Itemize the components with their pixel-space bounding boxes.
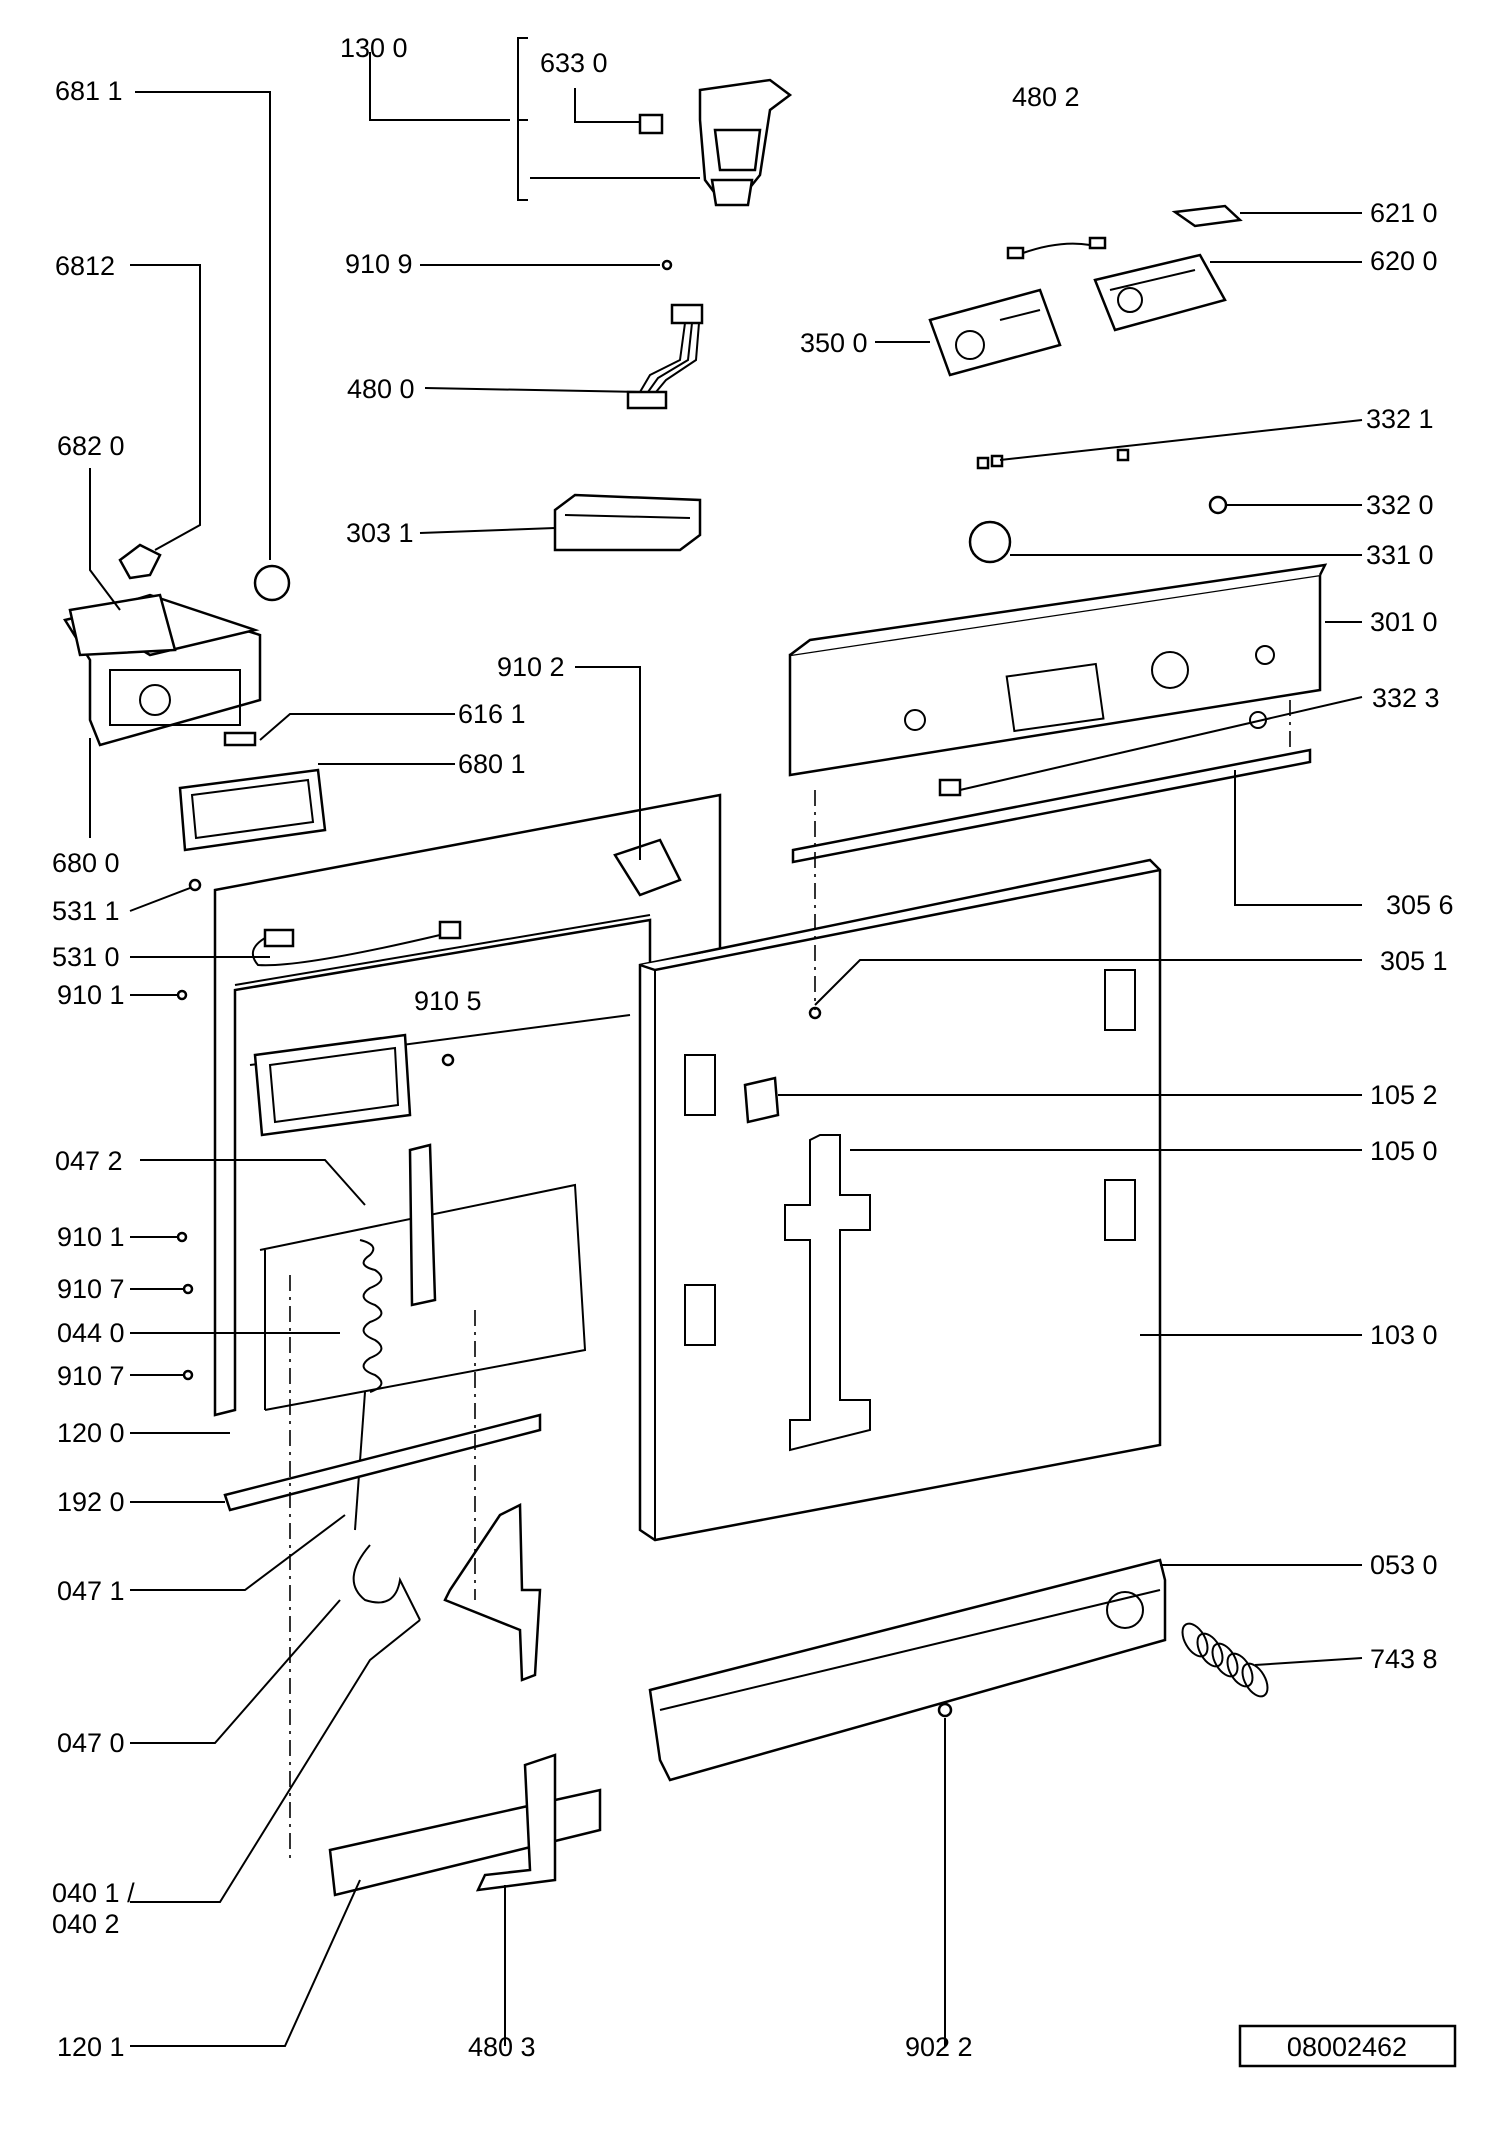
part-label-053-0: 053 0 <box>1370 1550 1438 1580</box>
electronic-board-620-0 <box>1093 253 1227 332</box>
part-label-044-0: 044 0 <box>57 1318 125 1348</box>
part-label-910-9: 910 9 <box>345 249 413 279</box>
part-label-332-0: 332 0 <box>1366 490 1434 520</box>
clip-6812 <box>118 543 162 580</box>
electronic-board-350-0 <box>928 288 1062 377</box>
part-label-331-0: 331 0 <box>1366 540 1434 570</box>
cable-harness-480-0 <box>626 303 704 410</box>
bracket-480-3 <box>475 1753 557 1892</box>
lower-strip-120-1 <box>328 1788 602 1897</box>
part-label-910-1-a: 910 1 <box>57 980 125 1010</box>
flap-682-0 <box>68 593 177 657</box>
part-label-047-1: 047 1 <box>57 1576 125 1606</box>
part-label-902-2: 902 2 <box>905 2032 973 2062</box>
outer-door-103-0 <box>638 858 1162 1542</box>
bracket-910-2 <box>613 838 682 897</box>
part-label-621-0: 621 0 <box>1370 198 1438 228</box>
part-label-332-1: 332 1 <box>1366 404 1434 434</box>
light-guide-303-1 <box>553 493 702 552</box>
part-label-682-0: 682 0 <box>57 431 125 461</box>
button-332-0 <box>1208 495 1228 515</box>
screw-910-9 <box>661 259 673 271</box>
part-label-910-2: 910 2 <box>497 652 565 682</box>
drawing-number: 08002462 <box>1287 2032 1407 2062</box>
part-label-633-0: 633 0 <box>540 48 608 78</box>
part-label-303-1: 303 1 <box>346 518 414 548</box>
spring-743-8 <box>1181 1622 1269 1698</box>
part-label-301-0: 301 0 <box>1370 607 1438 637</box>
screw-910-1-b <box>176 1231 188 1243</box>
part-label-047-0: 047 0 <box>57 1728 125 1758</box>
part-label-040-1: 040 1 / <box>52 1878 135 1908</box>
door-lock-assembly <box>638 78 793 207</box>
screw-910-7-b <box>182 1369 194 1381</box>
part-label-531-0: 531 0 <box>52 942 120 972</box>
part-label-616-1: 616 1 <box>458 699 526 729</box>
knob-331-0 <box>968 520 1012 564</box>
part-616-1 <box>223 731 257 747</box>
strip-305-6 <box>791 748 1312 864</box>
gasket-680-1 <box>178 768 327 852</box>
cutout-window <box>253 1033 412 1137</box>
part-label-531-1: 531 1 <box>52 896 120 926</box>
hinge-bracket-040 <box>443 1503 542 1682</box>
button-332-3 <box>938 778 962 797</box>
buttons-332-1 <box>976 448 1130 470</box>
part-label-480-2: 480 2 <box>1012 82 1080 112</box>
seal-681-1 <box>253 564 291 602</box>
part-label-130-0: 130 0 <box>340 33 408 63</box>
part-label-350-0: 350 0 <box>800 328 868 358</box>
module-621-0 <box>1171 204 1243 228</box>
screw-910-7-a <box>182 1283 194 1295</box>
kick-plate-053-0 <box>648 1558 1167 1782</box>
cable-531-0 <box>251 920 462 967</box>
drawing-number-box <box>1238 2024 1457 2068</box>
part-label-910-5: 910 5 <box>414 986 482 1016</box>
screw-910-1-a <box>176 989 188 1001</box>
rail-192-0 <box>223 1413 542 1512</box>
part-label-681-1: 681 1 <box>55 76 123 106</box>
part-label-040-2: 040 2 <box>52 1909 120 1939</box>
part-label-120-1: 120 1 <box>57 2032 125 2062</box>
part-label-910-1-b: 910 1 <box>57 1222 125 1252</box>
part-label-105-0: 105 0 <box>1370 1136 1438 1166</box>
control-panel-301-0 <box>788 563 1328 777</box>
part-label-120-0: 120 0 <box>57 1418 125 1448</box>
part-label-680-1: 680 1 <box>458 749 526 779</box>
hinge-047-0 <box>352 1544 421 1621</box>
catch-105-2 <box>743 1076 780 1124</box>
screw-902-2 <box>937 1702 953 1718</box>
part-label-680-0: 680 0 <box>52 848 120 878</box>
part-label-105-2: 105 2 <box>1370 1080 1438 1110</box>
part-label-6812: 6812 <box>55 251 115 281</box>
screw-910-5 <box>441 1053 455 1067</box>
part-label-103-0: 103 0 <box>1370 1320 1438 1350</box>
part-label-305-6: 305 6 <box>1386 890 1454 920</box>
leader-lines <box>89 37 1363 2047</box>
part-label-480-0: 480 0 <box>347 374 415 404</box>
part-label-192-0: 192 0 <box>57 1487 125 1517</box>
part-label-047-2: 047 2 <box>55 1146 123 1176</box>
part-label-910-7-a: 910 7 <box>57 1274 125 1304</box>
part-label-332-3: 332 3 <box>1372 683 1440 713</box>
part-label-305-1: 305 1 <box>1380 946 1448 976</box>
cable-480-2 <box>1006 236 1107 260</box>
part-label-743-8: 743 8 <box>1370 1644 1438 1674</box>
part-label-620-0: 620 0 <box>1370 246 1438 276</box>
door-spring-044-0 <box>354 1143 437 1531</box>
part-label-910-7-b: 910 7 <box>57 1361 125 1391</box>
screw-531-1 <box>188 878 202 892</box>
part-label-480-3: 480 3 <box>468 2032 536 2062</box>
